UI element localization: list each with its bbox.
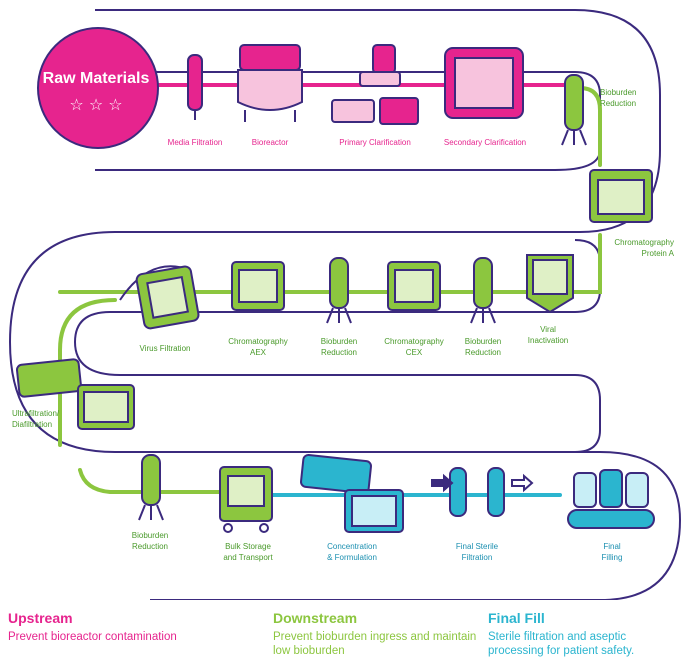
label-chrom-cex-a: Chromatography xyxy=(384,337,444,346)
label-chrom-pa-a: Chromatography xyxy=(614,238,674,247)
label-final-sterile-b: Filtration xyxy=(462,553,493,562)
filter-icon-3 xyxy=(326,257,352,324)
legend-downstream-title: Downstream xyxy=(273,610,358,626)
label-concentration-b: & Formulation xyxy=(327,553,377,562)
raw-materials-stars: ☆ ☆ ☆ xyxy=(69,95,122,114)
legend-downstream: Downstream Prevent bioburden ingress and… xyxy=(273,610,493,658)
label-chrom-aex-a: Chromatography xyxy=(228,337,288,346)
legend-upstream-title: Upstream xyxy=(8,610,73,626)
label-virus-filtration: Virus Filtration xyxy=(140,344,191,353)
raw-materials-node: Raw Materials ☆ ☆ ☆ xyxy=(37,27,159,149)
label-final-sterile-a: Final Sterile xyxy=(456,542,499,551)
label-chrom-aex-b: AEX xyxy=(250,348,267,357)
label-bioburden-2a: Bioburden xyxy=(465,337,501,346)
label-bioburden-1b: Reduction xyxy=(600,99,636,108)
virus-filtration-icon xyxy=(119,265,200,330)
secondary-clarification-icon xyxy=(444,47,524,119)
label-final-filling-a: Final xyxy=(603,542,621,551)
primary-clarification-icon xyxy=(331,44,419,125)
label-bulk-storage-a: Bulk Storage xyxy=(225,542,271,551)
legend-final-fill: Final Fill Sterile filtration and asepti… xyxy=(488,610,683,658)
filter-icon-1 xyxy=(561,74,587,146)
chromatography-cex-icon xyxy=(387,261,441,311)
process-flow-diagram: Raw Materials ☆ ☆ ☆ xyxy=(8,9,682,600)
label-bulk-storage-b: and Transport xyxy=(223,553,273,562)
label-ultrafiltration-b: Diafiltration xyxy=(12,420,52,429)
label-bioburden-4b: Reduction xyxy=(132,542,168,551)
bulk-storage-icon xyxy=(219,466,273,533)
filter-icon-2 xyxy=(470,257,496,324)
legend-upstream: Upstream Prevent bioreactor contaminatio… xyxy=(8,610,228,644)
legend-final-fill-title: Final Fill xyxy=(488,610,545,626)
label-chrom-pa-b: Protein A xyxy=(642,249,675,258)
bioreactor-icon xyxy=(237,44,303,122)
label-bioburden-2b: Reduction xyxy=(465,348,501,357)
legend-upstream-text: Prevent bioreactor contamination xyxy=(8,631,177,643)
chromatography-aex-icon xyxy=(231,261,285,311)
label-media-filtration: Media Filtration xyxy=(168,138,223,147)
label-concentration-a: Concentration xyxy=(327,542,377,551)
ultrafiltration-icon xyxy=(15,358,135,430)
filter-icon-4 xyxy=(138,454,164,521)
chromatography-protein-a-icon xyxy=(589,169,653,223)
label-viral-a: Viral xyxy=(540,325,556,334)
label-viral-b: Inactivation xyxy=(528,336,568,345)
label-final-filling-b: Filling xyxy=(602,553,623,562)
final-filling-icon xyxy=(567,469,655,529)
label-bioburden-1a: Bioburden xyxy=(600,88,636,97)
final-sterile-filter-icon xyxy=(431,467,534,517)
raw-materials-label: Raw Materials xyxy=(43,70,150,87)
label-bioburden-3b: Reduction xyxy=(321,348,357,357)
viral-inactivation-icon xyxy=(526,254,574,314)
concentration-icon xyxy=(300,454,404,533)
step-labels: Media Filtration Bioreactor Primary Clar… xyxy=(12,88,675,562)
label-bioreactor: Bioreactor xyxy=(252,138,289,147)
label-ultrafiltration-a: Ultrafiltration/ xyxy=(12,409,60,418)
label-bioburden-4a: Bioburden xyxy=(132,531,168,540)
legend-downstream-text: Prevent bioburden ingress and maintain l… xyxy=(273,631,477,657)
legend-final-fill-text: Sterile filtration and aseptic processin… xyxy=(488,631,635,657)
media-filter-icon xyxy=(187,54,203,120)
label-chrom-cex-b: CEX xyxy=(406,348,423,357)
label-bioburden-3a: Bioburden xyxy=(321,337,357,346)
label-secondary-clarification: Secondary Clarification xyxy=(444,138,526,147)
label-primary-clarification: Primary Clarification xyxy=(339,138,411,147)
